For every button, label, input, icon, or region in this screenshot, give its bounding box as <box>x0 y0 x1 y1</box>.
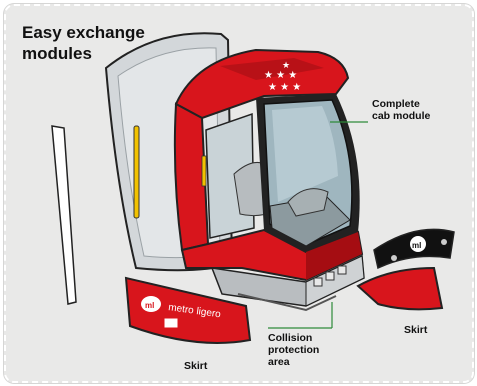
svg-text:ml: ml <box>145 301 154 310</box>
door-handle <box>134 126 139 218</box>
skirt-label-right: Skirt <box>404 324 427 336</box>
svg-text:★ ★ ★: ★ ★ ★ <box>264 70 297 81</box>
title-line-1: Easy exchange <box>22 22 192 43</box>
side-strip-panel <box>52 126 76 304</box>
title-line-2: modules <box>22 43 192 64</box>
collision-protection-label: Collision protection area <box>268 332 319 368</box>
svg-text:★ ★ ★: ★ ★ ★ <box>268 82 301 93</box>
skirt-label-left: Skirt <box>184 360 207 372</box>
svg-text:ml: ml <box>412 241 421 250</box>
svg-text:★: ★ <box>282 61 290 71</box>
cab-module: ★ ★ ★ ★ ★ ★ ★ <box>175 50 368 280</box>
right-skirt <box>358 268 442 309</box>
right-front-cover: ml <box>374 229 454 268</box>
cab-module-label: Complete cab module <box>372 98 430 122</box>
page-title: Easy exchange modules <box>22 22 192 64</box>
diagram-panel: ★ ★ ★ ★ ★ ★ ★ <box>4 4 474 383</box>
madrid-crest-icon <box>164 318 178 328</box>
